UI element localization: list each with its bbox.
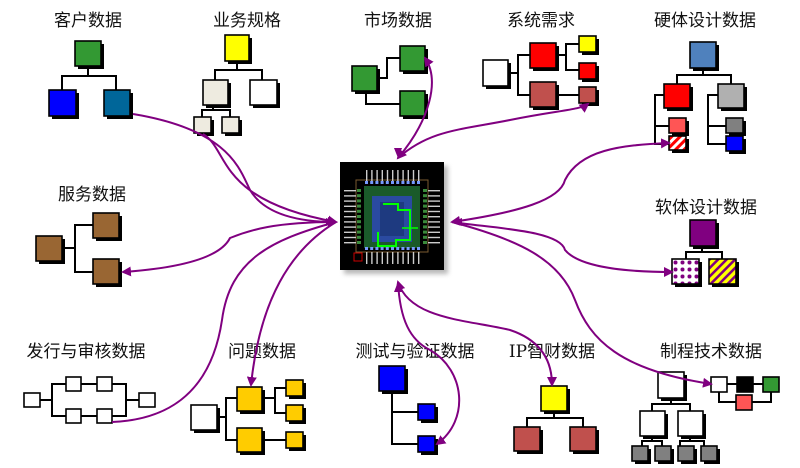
node-box xyxy=(529,81,557,108)
node-box xyxy=(513,426,541,452)
node-box xyxy=(540,385,568,412)
node-box xyxy=(190,404,218,431)
node-box xyxy=(708,258,737,285)
label-service: 服务数据 xyxy=(58,185,126,205)
node-box xyxy=(92,258,120,285)
node-box xyxy=(725,135,744,152)
connection-arrows xyxy=(111,56,713,446)
node-test xyxy=(378,365,438,455)
node-box xyxy=(578,62,597,80)
node-box xyxy=(285,404,304,422)
node-system xyxy=(482,35,599,110)
label-test: 测试与验证数据 xyxy=(356,342,475,362)
node-box xyxy=(700,445,718,462)
arrow-market xyxy=(396,56,434,160)
label-process: 制程技术数据 xyxy=(660,342,762,362)
arrowhead-chip-right xyxy=(452,218,462,226)
node-box xyxy=(663,83,691,109)
label-software: 软体设计数据 xyxy=(655,198,757,218)
label-market: 市场数据 xyxy=(364,11,432,31)
node-hardware xyxy=(654,41,747,154)
node-process xyxy=(631,371,780,464)
node-box xyxy=(193,116,212,134)
arrowhead-chip-top xyxy=(394,148,402,158)
node-ip xyxy=(513,385,599,454)
node-box xyxy=(35,235,63,262)
node-box xyxy=(92,212,120,239)
node-customer xyxy=(48,40,133,119)
node-box xyxy=(668,135,687,151)
node-release xyxy=(23,376,156,424)
node-box xyxy=(717,83,745,109)
node-box xyxy=(65,376,82,392)
node-box xyxy=(569,426,597,452)
arrow-process xyxy=(451,221,713,388)
node-box xyxy=(285,379,304,397)
arrow-hardware xyxy=(450,138,671,226)
node-box xyxy=(202,79,229,106)
node-box xyxy=(138,392,156,408)
arrow-ip xyxy=(395,280,557,387)
node-box xyxy=(74,40,102,67)
arrow-issue xyxy=(246,221,337,387)
node-box xyxy=(96,376,113,392)
arrow-software xyxy=(451,221,674,277)
node-box xyxy=(677,410,704,437)
node-box xyxy=(578,35,597,53)
node-box xyxy=(236,386,263,412)
node-market xyxy=(351,45,428,119)
label-ip: IP智财数据 xyxy=(509,342,595,362)
label-release: 发行与审核数据 xyxy=(27,342,146,362)
node-box xyxy=(631,445,649,462)
node-box xyxy=(677,445,695,462)
node-box xyxy=(417,403,436,421)
node-box xyxy=(23,392,41,408)
node-service xyxy=(35,212,122,287)
node-box xyxy=(529,42,557,69)
label-customer: 客户数据 xyxy=(54,11,122,31)
arrow-service xyxy=(121,221,337,277)
node-box xyxy=(399,45,426,72)
node-box xyxy=(689,219,717,247)
node-box xyxy=(654,445,672,462)
arrow-system xyxy=(397,102,590,159)
node-box xyxy=(96,408,113,424)
node-box xyxy=(221,116,240,134)
chip-layout-image xyxy=(340,162,448,274)
label-issue: 问题数据 xyxy=(228,342,296,362)
node-box xyxy=(378,365,406,392)
node-box xyxy=(689,41,717,69)
label-system: 系统需求 xyxy=(507,11,575,31)
label-business: 业务规格 xyxy=(213,11,281,31)
node-software xyxy=(671,219,739,287)
node-box xyxy=(725,117,744,134)
node-box xyxy=(671,258,700,285)
node-box xyxy=(578,86,597,104)
node-issue xyxy=(190,379,306,455)
node-box xyxy=(639,410,666,437)
node-box xyxy=(65,408,82,424)
node-box xyxy=(399,90,426,117)
node-box xyxy=(417,435,436,453)
arrowhead-chip-left xyxy=(326,218,336,226)
node-box xyxy=(48,89,77,117)
node-box xyxy=(668,117,687,134)
node-box xyxy=(285,431,304,449)
node-box xyxy=(249,79,278,106)
node-box xyxy=(482,59,509,87)
node-business xyxy=(193,34,280,136)
node-box xyxy=(103,89,131,117)
label-hardware: 硬体设计数据 xyxy=(654,11,756,31)
arrow-business xyxy=(202,133,338,226)
arrow-release xyxy=(111,221,337,423)
node-box xyxy=(351,65,378,92)
arrowhead-chip-bottom xyxy=(394,282,402,292)
node-box xyxy=(236,427,263,453)
arrow-test xyxy=(397,281,461,446)
node-box xyxy=(224,34,250,62)
